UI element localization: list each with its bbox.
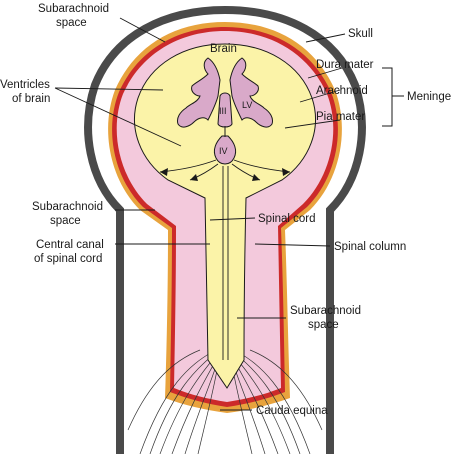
cauda-equina-label: Cauda equina [256,405,328,417]
iv-label: IV [219,146,228,156]
skull-label: Skull [348,28,373,40]
brain-and-spinal-cord [134,43,316,389]
cauda-equina-fibers [127,349,323,454]
subarachnoid-top-label-2: space [56,17,87,29]
central-canal-label-2: of spinal cord [34,253,102,265]
meninges-bracket [382,67,404,127]
spinal-column-label: Spinal column [334,241,406,253]
spinal-cord-label: Spinal cord [258,213,316,225]
subarachnoid-low-label-2: space [308,319,339,331]
leader-lines [54,17,346,411]
subarachnoid-mid-label-1: Subarachnoid [32,201,103,213]
brain-label: Brain [210,43,237,55]
central-canal-label-1: Central canal [36,239,104,251]
pia-mater-label: Pia mater [316,111,365,123]
meninges-label: Meninges [407,91,451,103]
csf-flow-arrows [159,159,291,181]
central-canal [222,166,229,360]
subarachnoid-low-label-1: Subarachnoid [290,305,361,317]
right-lateral-ventricle [229,57,273,128]
fourth-ventricle [213,135,237,165]
ventricles-label-2: of brain [12,93,50,105]
ventricles-label-1: Ventricles [0,79,50,91]
arachnoid-label: Arachnoid [316,85,368,97]
skull-outline [84,5,366,454]
subarachnoid-top-label-1: Subarachnoid [38,3,109,15]
left-lateral-ventricle [177,57,221,128]
third-ventricle [217,92,233,128]
lv-label: LV [242,100,252,110]
subarachnoid-mid-label-2: space [50,215,81,227]
iii-label: III [219,106,227,116]
ventricles-of-brain [177,57,273,165]
dura-mater-label: Dura mater [316,59,374,71]
